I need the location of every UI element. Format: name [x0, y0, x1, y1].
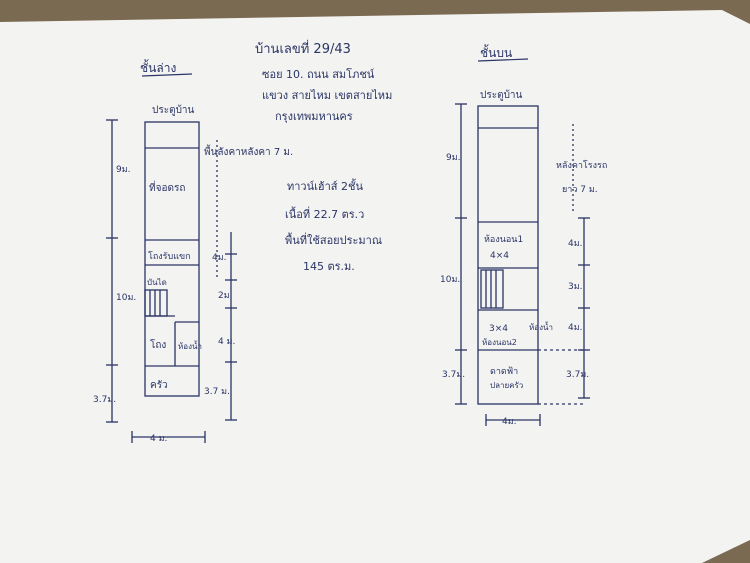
ground-dim-left-3: 3.7ม.: [93, 395, 116, 405]
upper-dim-right-5: 4ม.: [568, 323, 583, 333]
ground-bathroom-label: ห้องน้ำ: [178, 340, 202, 351]
ground-dim-right-5: 3.7 ม.: [204, 387, 230, 397]
upper-door-label: ประตูบ้าน: [480, 89, 523, 101]
upper-floor-plan: [455, 103, 590, 426]
upper-bedroom2-label: ห้องนอน2: [482, 338, 517, 347]
header-line-4: กรุงเทพมหานคร: [275, 110, 353, 123]
ground-dim-right-4: 4 ม.: [218, 337, 235, 347]
header-line-2: ซอย 10. ถนน สมโภชน์: [262, 67, 375, 81]
header-line-3: แขวง สายไหม เขตสายไหม: [262, 89, 392, 102]
ground-dim-left-2: 10ม.: [116, 293, 136, 303]
upper-dim-right-2: ยาว 7 ม.: [562, 185, 598, 195]
upper-width-label: 4ม.: [502, 417, 517, 427]
notes-line-3: พื้นที่ใช้สอยประมาณ: [285, 232, 382, 247]
upper-bedroom-label: ห้องนอน1: [484, 234, 523, 245]
upper-stairs: [480, 269, 504, 309]
ground-floor-plan: [106, 119, 237, 443]
upper-balcony-label-1: ดาดฟ้า: [490, 366, 518, 377]
upper-dim-right-4: 3ม.: [568, 282, 583, 292]
notes-line-1: ทาวน์เฮ้าส์ 2ชั้น: [287, 178, 363, 193]
notes-line-2: เนื้อที่ 22.7 ตร.ว: [285, 206, 364, 221]
upper-dim-left-3: 3.7ม.: [442, 370, 465, 380]
ground-outline: [144, 121, 200, 397]
notes-line-4: 145 ตร.ม.: [303, 260, 355, 273]
upper-bathroom-label: ห้องน้ำ: [529, 321, 553, 332]
ground-floor-title: ชั้นล่าง: [140, 59, 176, 75]
ground-kitchen-label: ครัว: [150, 380, 168, 391]
upper-dim-left-2: 10ม.: [440, 275, 460, 285]
upper-dim-right-6: 3.7ม.: [566, 370, 589, 380]
ground-living-label: โถงรับแขก: [148, 251, 191, 262]
upper-title-underline: [477, 58, 529, 62]
ground-dim-right-1: พื้นลังคาหลังคา 7 ม.: [204, 144, 293, 158]
upper-balcony-label-2: ปลายครัว: [490, 381, 523, 390]
ground-hall-label: โถง: [150, 338, 166, 351]
upper-floor-title: ชั้นบน: [480, 44, 512, 60]
upper-dim-right-1: หลังคาโรงรถ: [556, 160, 607, 171]
upper-outline: [477, 105, 539, 405]
upper-dim-right-3: 4ม.: [568, 239, 583, 249]
upper-dim-left-1: 9ม.: [446, 153, 461, 163]
ground-dim-right-2: 4ม.: [212, 253, 227, 263]
ground-dim-left-1: 9ม.: [116, 165, 131, 175]
ground-parking-label: ที่จอดรถ: [149, 180, 185, 194]
ground-dim-right-3: 2ม.: [218, 291, 233, 301]
ground-door-label: ประตูบ้าน: [152, 104, 195, 116]
header-line-1: บ้านเลขที่ 29/43: [255, 40, 351, 57]
ground-width-label: 4 ม.: [150, 434, 167, 444]
ground-stairs-label: บันได: [147, 278, 167, 287]
upper-bedroom2-size: 3×4: [489, 324, 508, 334]
ground-title-underline: [141, 73, 193, 77]
upper-bedroom-size: 4×4: [490, 251, 509, 261]
ground-stairs: [144, 289, 168, 317]
